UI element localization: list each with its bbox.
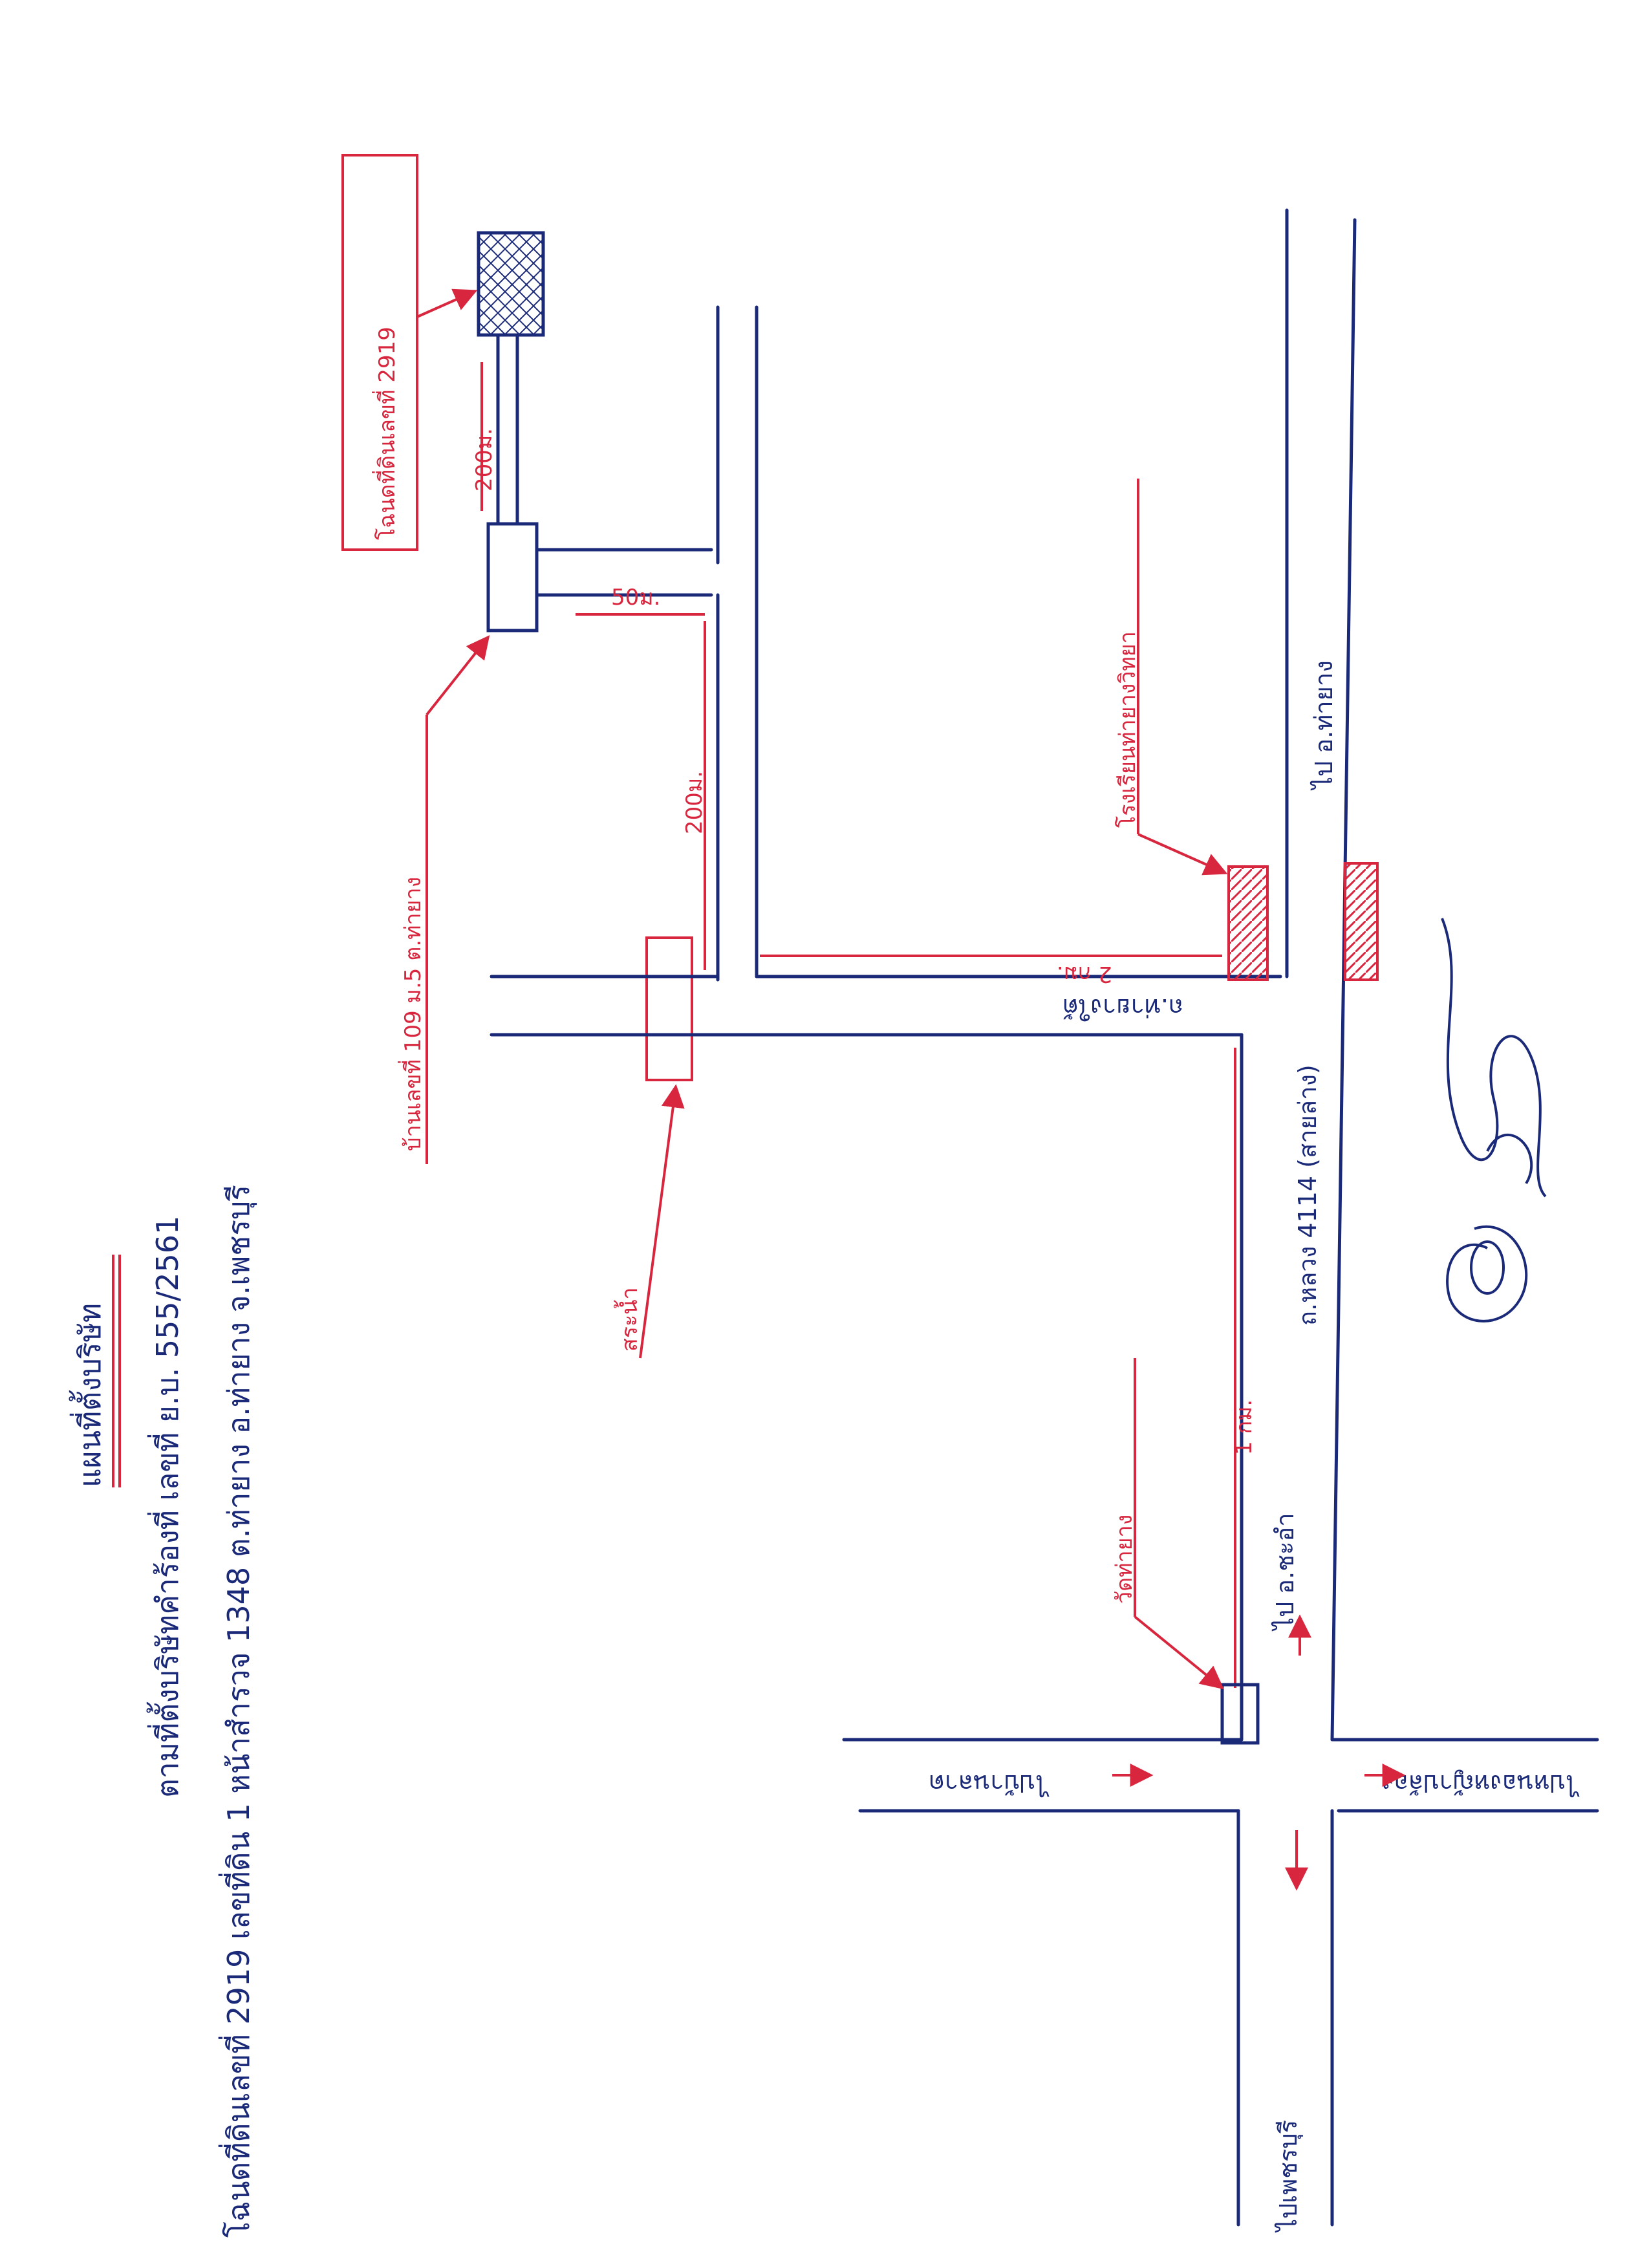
to-e-label: ไปเพชรบุรี bbox=[1274, 2120, 1303, 2233]
house-label: บ้านเลขที่ 109 ม.5 ต.ท่ายาง bbox=[398, 877, 426, 1151]
pond-label-group: สระน้ำ bbox=[614, 1084, 685, 1359]
dist-50m: 50ม. bbox=[576, 585, 705, 616]
pond bbox=[645, 936, 693, 1081]
title-text: แผนที่ตั้งบริษัท bbox=[69, 1303, 107, 1487]
deed-label: โฉนดที่ดินเลขที่ 2919 bbox=[372, 327, 400, 540]
header-line1-text: ตามที่ตั้งบริษัทคำร้องที่ เลขที่ ย.บ. 55… bbox=[146, 1216, 185, 1798]
header-line2: โฉนดที่ดินเลขที่ 2919 เลขที่ดิน 1 หน้าสำ… bbox=[218, 1185, 257, 2238]
school-label-group: โรงเรียนท่ายางวิทยา bbox=[1115, 479, 1228, 876]
pond-label: สระน้ำ bbox=[614, 1287, 643, 1352]
main-road-label: ถ.หลวง 4114 (สายล่าง) bbox=[1293, 1064, 1322, 1326]
sub-road-label: ถ.ท่ายางใต้ bbox=[1062, 993, 1183, 1022]
dist-200m-mid-label: 200ม. bbox=[682, 771, 707, 834]
to-d-label-group: ไปหนองหญ้าปล้อง bbox=[1382, 1769, 1580, 1798]
school-building bbox=[1227, 865, 1269, 981]
dist-2km-label: 2 กม. bbox=[1057, 961, 1112, 987]
to-c-label-group: ไปบ้านลาด bbox=[929, 1769, 1050, 1798]
temple-label: วัดท่ายาง bbox=[1112, 1515, 1137, 1604]
dist-200m-top-label: 200ม. bbox=[471, 428, 497, 491]
dist-200m-top: 200ม. bbox=[471, 362, 497, 511]
dist-1km-label: 1 กม. bbox=[1231, 1399, 1257, 1455]
temple bbox=[1220, 1683, 1260, 1745]
house-building bbox=[486, 522, 539, 632]
dist-50m-label: 50ม. bbox=[611, 585, 660, 610]
deed-parcel bbox=[477, 231, 545, 337]
map-title: แผนที่ตั้งบริษัท bbox=[69, 1255, 121, 1487]
signature bbox=[1441, 918, 1547, 1323]
dist-200m-mid: 200ม. bbox=[682, 621, 707, 970]
temple-label-group: วัดท่ายาง bbox=[1112, 1358, 1224, 1690]
school-label: โรงเรียนท่ายางวิทยา bbox=[1115, 631, 1141, 828]
to-d-label: ไปหนองหญ้าปล้อง bbox=[1382, 1769, 1580, 1798]
header-line1: ตามที่ตั้งบริษัทคำร้องที่ เลขที่ ย.บ. 55… bbox=[146, 1216, 185, 1798]
header-line2-text: โฉนดที่ดินเลขที่ 2919 เลขที่ดิน 1 หน้าสำ… bbox=[218, 1185, 257, 2238]
house-label-group: บ้านเลขที่ 109 ม.5 ต.ท่ายาง bbox=[398, 635, 490, 1164]
opposite-building bbox=[1344, 862, 1379, 981]
to-e-label-group: ไปเพชรบุรี bbox=[1274, 2120, 1303, 2233]
to-b-label: ไป อ.ชะอำ bbox=[1271, 1513, 1299, 1632]
deed-label-box: โฉนดที่ดินเลขที่ 2919 bbox=[341, 154, 478, 551]
to-a-label: ไป อ.ท่ายาง bbox=[1310, 660, 1338, 791]
dist-1km: 1 กม. bbox=[1231, 1048, 1257, 1688]
dist-2km: 2 กม. bbox=[760, 955, 1222, 987]
to-c-label: ไปบ้านลาด bbox=[929, 1769, 1050, 1798]
